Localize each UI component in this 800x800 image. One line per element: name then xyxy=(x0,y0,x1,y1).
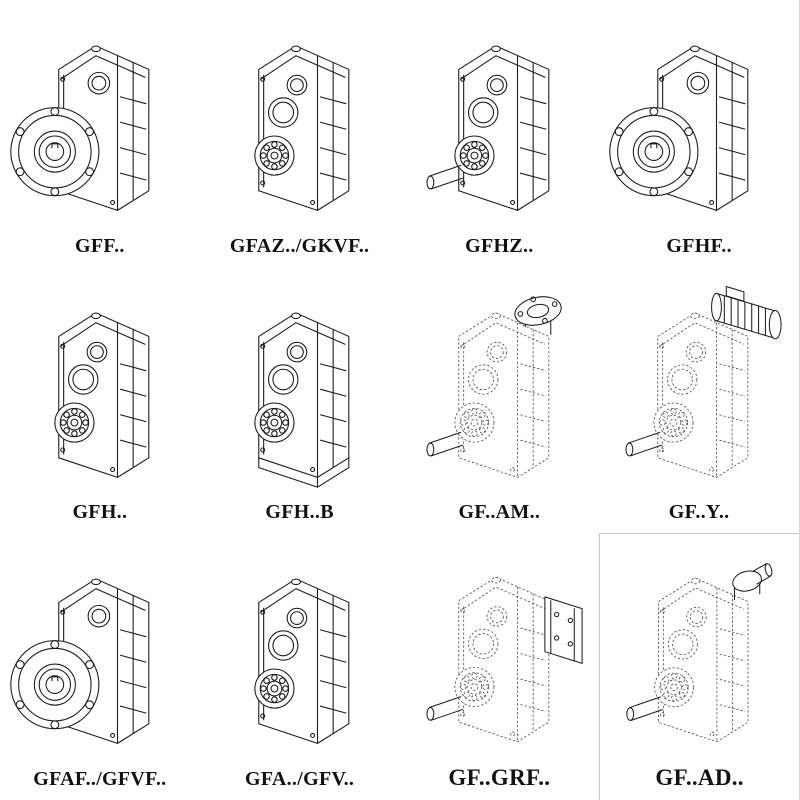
model-label: GF..AD.. xyxy=(655,764,744,790)
model-label: GFA../GFV.. xyxy=(245,767,355,790)
gearbox-iec-motor-flange-drawing xyxy=(425,291,564,478)
gearbox-hollow-shaft-drawing xyxy=(54,312,150,478)
gearbox-input-adapter-drawing xyxy=(626,562,774,743)
gearbox-phantom-outline-group xyxy=(453,312,549,478)
catalog-cell-gf-ad: GF..AD.. xyxy=(599,533,799,800)
gearbox-outline-group xyxy=(10,45,150,211)
catalog-cell-gfaf-gfvf: GFAF../GFVF.. xyxy=(0,533,200,800)
model-label: GFHF.. xyxy=(666,234,732,257)
gearbox-phantom-outline-group xyxy=(653,312,749,478)
catalog-cell-gfh: GFH.. xyxy=(0,267,200,534)
gearbox-hollow-shaft-drawing xyxy=(254,45,350,211)
model-label: GFAF../GFVF.. xyxy=(33,767,167,790)
gearbox-outline-group xyxy=(425,45,549,211)
model-label: GF..Y.. xyxy=(668,501,730,524)
gearbox-outline-group xyxy=(609,45,749,211)
catalog-cell-gfhf: GFHF.. xyxy=(599,0,799,267)
model-label: GF..AM.. xyxy=(458,501,541,524)
catalog-cell-gfaz-gkvf: GFAZ../GKVF.. xyxy=(200,0,400,267)
gearbox-flange-mounted-drawing xyxy=(609,45,749,211)
gearbox-foot-mounted-drawing xyxy=(254,312,350,488)
catalog-cell-gfh-b: GFH..B xyxy=(200,267,400,534)
gearbox-solid-shaft-drawing xyxy=(425,45,549,211)
gearbox-outline-group xyxy=(54,312,150,478)
gearbox-shaft-plate-drawing xyxy=(425,577,583,743)
gearbox-hollow-shaft-drawing xyxy=(254,578,350,745)
gearbox-with-motor-drawing xyxy=(625,285,782,478)
gearbox-flange-mounted-drawing xyxy=(10,578,150,745)
model-label: GFAZ../GKVF.. xyxy=(229,234,370,257)
catalog-cell-gf-y: GF..Y.. xyxy=(599,267,799,534)
catalog-cell-gfhz: GFHZ.. xyxy=(400,0,600,267)
catalog-cell-gf-am: GF..AM.. xyxy=(400,267,600,534)
catalog-cell-gff: GFF.. xyxy=(0,0,200,267)
gearbox-outline-group xyxy=(254,312,350,488)
gearbox-outline-group xyxy=(10,578,150,745)
gearbox-phantom-outline-group xyxy=(453,577,549,743)
model-label: GFF.. xyxy=(75,234,125,257)
model-label: GFHZ.. xyxy=(465,234,534,257)
model-label: GFH.. xyxy=(72,501,128,524)
gearbox-flange-mounted-drawing xyxy=(10,45,150,211)
gearbox-outline-group xyxy=(254,578,350,745)
gearbox-outline-group xyxy=(254,45,350,211)
model-label: GF..GRF.. xyxy=(448,764,551,790)
gearbox-phantom-outline-group xyxy=(654,578,749,743)
catalog-cell-gfa-gfv: GFA../GFV.. xyxy=(200,533,400,800)
catalog-cell-gf-grf: GF..GRF.. xyxy=(400,533,600,800)
model-label: GFH..B xyxy=(265,501,334,524)
